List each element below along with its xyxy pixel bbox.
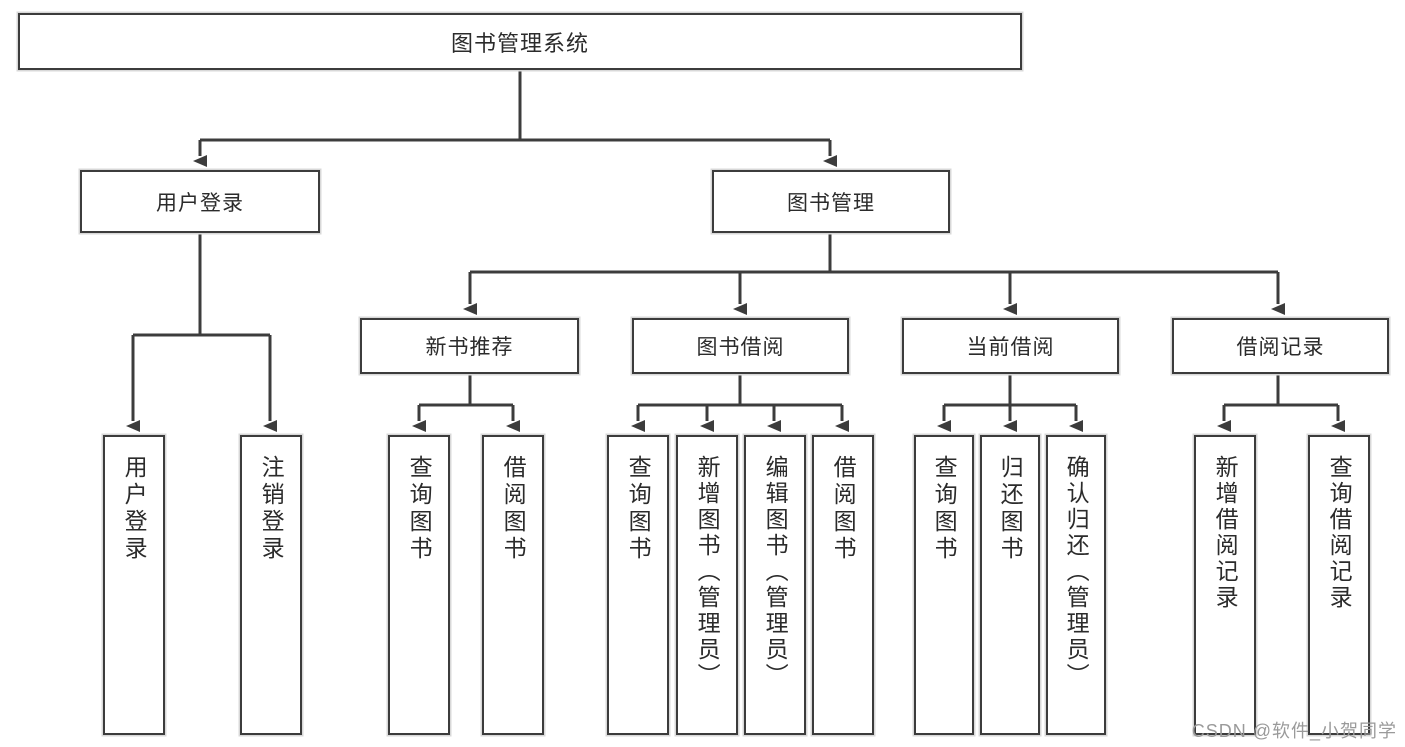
leaf-user-login-logout[interactable]: 注销登录	[240, 435, 302, 735]
node-user-login[interactable]: 用户登录	[80, 170, 320, 233]
node-new-book-recommend[interactable]: 新书推荐	[360, 318, 579, 374]
node-current-borrow[interactable]: 当前借阅	[902, 318, 1119, 374]
leaf-new-book-query[interactable]: 查询图书	[388, 435, 450, 735]
node-borrow-record[interactable]: 借阅记录	[1172, 318, 1389, 374]
node-label: 查询图书	[625, 455, 652, 563]
node-label: 注销登录	[258, 455, 285, 563]
leaf-borrow-add-book-admin[interactable]: 新增图书（管理员）	[676, 435, 738, 735]
node-book-management[interactable]: 图书管理	[712, 170, 950, 233]
node-label: 图书管理	[787, 191, 875, 215]
leaf-current-query-book[interactable]: 查询图书	[914, 435, 974, 735]
node-root-system[interactable]: 图书管理系统	[18, 13, 1022, 70]
leaf-borrow-borrow-book[interactable]: 借阅图书	[812, 435, 874, 735]
node-label: 归还图书	[997, 455, 1024, 563]
leaf-user-login-login[interactable]: 用户登录	[103, 435, 165, 735]
node-label: 借阅记录	[1236, 336, 1325, 359]
node-label: 图书借阅	[696, 336, 785, 359]
node-label: 新增借阅记录	[1212, 455, 1239, 611]
node-label: 借阅图书	[500, 455, 527, 563]
leaf-current-confirm-return-admin[interactable]: 确认归还（管理员）	[1046, 435, 1106, 735]
leaf-new-book-borrow[interactable]: 借阅图书	[482, 435, 544, 735]
node-label: 新增图书（管理员）	[694, 455, 721, 689]
node-label: 确认归还（管理员）	[1063, 455, 1090, 689]
leaf-record-add-borrow-record[interactable]: 新增借阅记录	[1194, 435, 1256, 735]
node-label: 当前借阅	[966, 336, 1055, 359]
leaf-borrow-query-book[interactable]: 查询图书	[607, 435, 669, 735]
node-book-borrow[interactable]: 图书借阅	[632, 318, 849, 374]
node-label: 用户登录	[121, 455, 148, 563]
node-label: 编辑图书（管理员）	[762, 455, 789, 689]
node-label: 借阅图书	[830, 455, 857, 563]
leaf-current-return-book[interactable]: 归还图书	[980, 435, 1040, 735]
node-label: 用户登录	[156, 191, 244, 215]
leaf-record-query-borrow-record[interactable]: 查询借阅记录	[1308, 435, 1370, 735]
leaf-borrow-edit-book-admin[interactable]: 编辑图书（管理员）	[744, 435, 806, 735]
node-label: 查询图书	[406, 455, 433, 563]
node-label: 查询图书	[931, 455, 958, 563]
node-label: 新书推荐	[425, 336, 514, 359]
node-label: 查询借阅记录	[1326, 455, 1353, 611]
node-label: 图书管理系统	[450, 30, 589, 56]
